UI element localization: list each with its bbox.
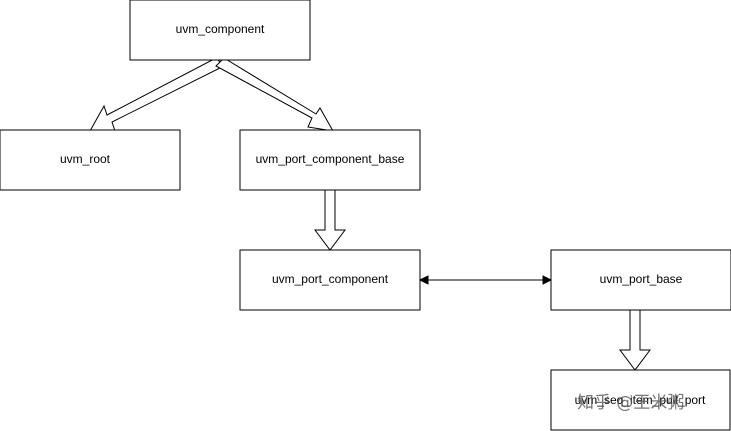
arrow-component-to-port-component-base xyxy=(215,57,334,132)
association-arrowhead-right xyxy=(542,275,553,285)
node-box xyxy=(550,249,731,311)
node-uvm-port-component: uvm_port_component xyxy=(239,249,421,311)
node-box xyxy=(129,0,311,61)
arrow-port-component-base-to-port-component xyxy=(314,189,346,251)
node-label: uvm_root xyxy=(60,152,111,166)
node-uvm-seq-item-pull-port: uvm_seq_item_pull_port xyxy=(550,369,731,431)
association-arrow xyxy=(418,275,553,285)
arrow-port-base-to-seq-item-pull-port xyxy=(619,309,651,371)
node-uvm-root: uvm_root xyxy=(0,129,181,191)
node-label: uvm_port_base xyxy=(600,272,683,286)
node-label: uvm_component xyxy=(176,22,265,36)
node-label: uvm_port_component xyxy=(272,272,389,286)
arrow-component-to-root xyxy=(89,57,225,132)
watermark-text: 知乎 @王米粥 xyxy=(577,393,684,413)
association-arrowhead-left xyxy=(418,275,429,285)
node-uvm-component: uvm_component xyxy=(129,0,311,61)
node-box xyxy=(239,129,421,191)
node-label: uvm_seq_item_pull_port xyxy=(575,393,706,407)
inheritance-arrows xyxy=(89,57,651,371)
node-box xyxy=(239,249,421,311)
node-label: uvm_port_component_base xyxy=(256,152,405,166)
node-box xyxy=(550,369,731,431)
node-box xyxy=(0,129,181,191)
node-uvm-port-base: uvm_port_base xyxy=(550,249,731,311)
watermark: 知乎 @王米粥 xyxy=(577,393,684,413)
node-uvm-port-component-base: uvm_port_component_base xyxy=(239,129,421,191)
